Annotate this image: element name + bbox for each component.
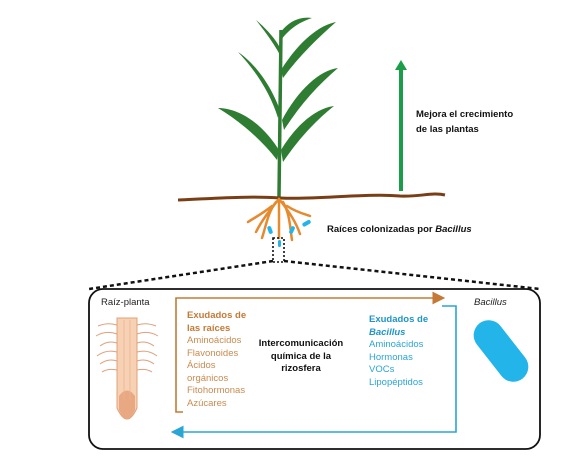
plant-stem — [277, 29, 283, 198]
communication-line3: rizosfera — [281, 363, 321, 374]
communication-line2: química de la — [270, 350, 332, 362]
root-exudate-item: orgánicos — [187, 372, 229, 384]
leaf-upper-right — [281, 22, 336, 78]
bacillus-exudate-item: VOCs — [369, 364, 395, 375]
root-plant-label: Raíz-planta — [101, 297, 150, 308]
root-bacillus-marks — [267, 220, 311, 247]
leaf-upper-left — [256, 20, 282, 55]
root-closeup — [95, 317, 159, 420]
leaf-lower-left — [218, 108, 279, 160]
root-exudates-title-line1: Exudados de — [187, 310, 247, 321]
bacillus-exudates-list: Exudados de Bacillus Aminoácidos Hormona… — [369, 314, 428, 389]
growth-label: Mejora el crecimiento de las plantas — [416, 107, 513, 137]
communication-line1: Intercomunicación — [258, 338, 344, 349]
communication-label: Intercomunicación química de la rizosfer… — [251, 338, 351, 376]
bacillus-exudate-arrow — [170, 305, 457, 439]
leaf-mid-right — [282, 68, 338, 130]
bacillus-cell — [473, 320, 529, 382]
bacillus-exudates-title-line2: Bacillus — [369, 327, 428, 340]
bacillus-label: Bacillus — [474, 297, 507, 308]
bacillus-exudates-title-line1: Exudados de — [369, 314, 429, 325]
colonized-roots-prefix: Raíces colonizadas por — [327, 224, 436, 235]
root-exudate-item: Aminoácidos — [187, 335, 242, 346]
root-exudate-item: Fitohormonas — [187, 385, 246, 396]
root-exudate-item: Flavonoides — [187, 347, 239, 359]
zoom-panel — [88, 288, 541, 450]
colonized-roots-label: Raíces colonizadas por Bacillus — [327, 224, 472, 235]
growth-label-line2: de las plantas — [416, 124, 479, 135]
leaf-top — [281, 17, 312, 40]
plant-roots — [246, 197, 312, 242]
plant-illustration — [218, 17, 338, 198]
bacillus-exudate-item: Aminoácidos — [369, 339, 424, 350]
root-exudate-item: Ácidos — [187, 360, 216, 371]
zoom-marker — [272, 237, 285, 263]
bacillus-exudate-item: Lipopéptidos — [369, 376, 423, 388]
root-exudates-list: Exudados de las raíces Aminoácidos Flavo… — [187, 310, 246, 410]
root-exudate-item: Azúcares — [187, 397, 227, 409]
growth-arrow-head — [395, 60, 407, 70]
growth-label-line1: Mejora el crecimiento — [416, 109, 514, 120]
zoom-line-right — [283, 259, 541, 291]
colonized-roots-genus: Bacillus — [435, 224, 472, 235]
leaf-lower-right — [281, 106, 334, 162]
root-exudates-title-line2: las raíces — [187, 322, 231, 334]
bacillus-exudate-item: Hormonas — [369, 351, 413, 363]
leaf-mid-left — [238, 52, 280, 118]
root-exudate-arrow — [175, 291, 446, 413]
soil-line — [177, 192, 446, 202]
zoom-line-left — [88, 259, 274, 291]
bacillus-exudates-genus: Bacillus — [369, 326, 406, 338]
